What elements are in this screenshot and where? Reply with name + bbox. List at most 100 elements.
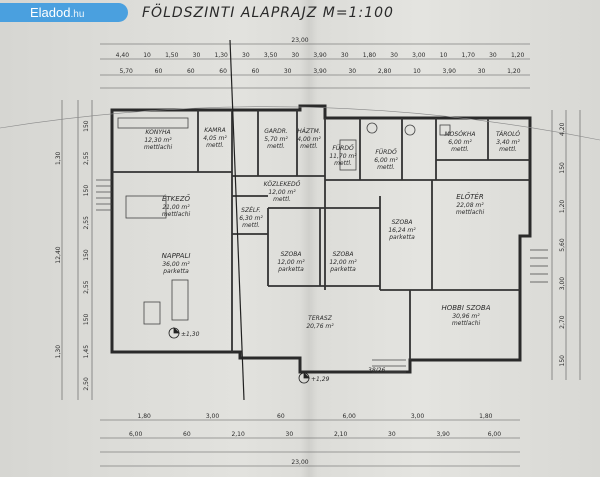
room-name: GARDR.	[264, 128, 288, 135]
dim-right: 4,20	[559, 122, 566, 136]
dim-left-outer: 1,30	[55, 345, 62, 359]
dim-left: 150	[83, 185, 90, 197]
room-area: 3,40 m²	[496, 139, 520, 146]
room-floor: mettl.	[273, 196, 291, 203]
watermark-badge[interactable]: Eladod.hu	[0, 3, 128, 22]
dim-left: 2,55	[83, 151, 90, 165]
room-area: 6,30 m²	[239, 215, 263, 222]
dim-right: 150	[559, 355, 566, 367]
room-floor: parketta	[329, 266, 356, 273]
room-area: 12,00 m²	[268, 189, 296, 196]
dim-top-1: 3,50	[264, 52, 278, 59]
dim-bottom-2: 6,00	[488, 431, 502, 438]
room-floor: mettl.	[451, 146, 469, 153]
room-name: SZÉLF.	[241, 206, 261, 214]
dim-top-1: 1,70	[462, 52, 476, 59]
dim-bottom-1: 1,80	[137, 413, 151, 420]
plan-title: FÖLDSZINTI ALAPRAJZ M=1:100	[142, 5, 394, 21]
stair-note: 38/26	[368, 367, 385, 374]
room-floor: mettl.	[377, 164, 395, 171]
furniture	[117, 117, 451, 325]
room-name: SZOBA	[281, 251, 302, 258]
room-floor: mettl.	[499, 146, 517, 153]
room-floor: mettl.	[267, 143, 285, 150]
dim-top-1: 1,80	[363, 52, 377, 59]
dim-top-total: 23,00	[291, 37, 308, 44]
dim-bottom-2: 2,10	[231, 431, 245, 438]
dim-top-1: 30	[193, 52, 201, 59]
room-area: 21,00 m²	[162, 204, 190, 211]
dim-left: 150	[83, 120, 90, 132]
dim-right: 150	[559, 162, 566, 174]
dim-right: 3,00	[559, 277, 566, 291]
dim-top-1: 1,30	[214, 52, 228, 59]
dim-bottom-2: 30	[286, 431, 294, 438]
dim-top-1: 30	[341, 52, 349, 59]
dim-bottom-2: 60	[183, 431, 191, 438]
dim-left: 150	[83, 249, 90, 261]
dim-top-2: 30	[348, 68, 356, 75]
room-name: MOSÓKHA	[445, 131, 476, 138]
dim-top-2: 10	[413, 68, 421, 75]
dim-bottom-1: 3,00	[411, 413, 425, 420]
room-floor: parketta	[277, 266, 304, 273]
room-area: 22,08 m²	[456, 202, 484, 209]
room-name: KONYHA	[145, 129, 170, 136]
room-area: 6,00 m²	[374, 157, 398, 164]
room-area: 6,00 m²	[448, 139, 472, 146]
dim-left: 150	[83, 314, 90, 326]
dim-left: 1,45	[83, 345, 90, 359]
dim-right: 2,70	[559, 315, 566, 329]
dim-top-2: 30	[478, 68, 486, 75]
room-floor: mettl.	[242, 222, 260, 229]
dim-top-1: 30	[242, 52, 250, 59]
dimension-lines	[0, 39, 600, 467]
dim-right: 5,60	[559, 238, 566, 252]
room-floor: mettl.	[334, 160, 352, 167]
room-name: FÜRDŐ	[332, 145, 354, 152]
room-area: 4,00 m²	[297, 136, 321, 143]
outer-walls	[110, 104, 532, 374]
dim-top-2: 5,70	[119, 68, 133, 75]
dim-top-1: 3,90	[313, 52, 327, 59]
room-name: KAMRA	[204, 127, 226, 134]
watermark-brand: Eladod	[30, 5, 71, 20]
dim-top-2: 60	[219, 68, 227, 75]
dim-right: 1,20	[559, 200, 566, 214]
level-mark-symbols	[168, 327, 310, 384]
dim-bottom-total: 23,00	[291, 459, 308, 466]
room-floor: mettlachi	[144, 144, 173, 151]
dim-top-2: 30	[284, 68, 292, 75]
dim-left: 2,50	[83, 377, 90, 391]
level-mark-1: ±1,30	[181, 331, 200, 338]
dim-top-1: 4,40	[116, 52, 130, 59]
room-area: 5,70 m²	[264, 136, 288, 143]
stairs	[96, 179, 548, 373]
dim-bottom-2: 6,00	[129, 431, 143, 438]
dim-bottom-2: 30	[388, 431, 396, 438]
dim-top-2: 1,20	[507, 68, 521, 75]
room-floor: mettlachi	[162, 211, 191, 218]
room-area: 16,24 m²	[388, 227, 416, 234]
paper-fold	[300, 0, 318, 477]
dim-left-outer: 1,30	[55, 151, 62, 165]
room-name: SZOBA	[333, 251, 354, 258]
dim-top-1: 1,20	[511, 52, 525, 59]
room-name: HOBBI SZOBA	[441, 304, 490, 312]
watermark-tld: .hu	[70, 9, 85, 20]
dim-left-outer: 12,40	[55, 246, 62, 263]
room-floor: mettl.	[206, 142, 224, 149]
room-name: KÖZLEKEDŐ	[264, 181, 301, 188]
room-name: TERASZ	[308, 315, 333, 322]
room-area: 12,00 m²	[329, 259, 357, 266]
dim-top-2: 60	[187, 68, 195, 75]
dim-bottom-1: 60	[277, 413, 285, 420]
room-area: 12,30 m²	[144, 137, 172, 144]
dim-left: 2,55	[83, 216, 90, 230]
dim-bottom-2: 3,90	[436, 431, 450, 438]
dim-bottom-1: 3,00	[206, 413, 220, 420]
